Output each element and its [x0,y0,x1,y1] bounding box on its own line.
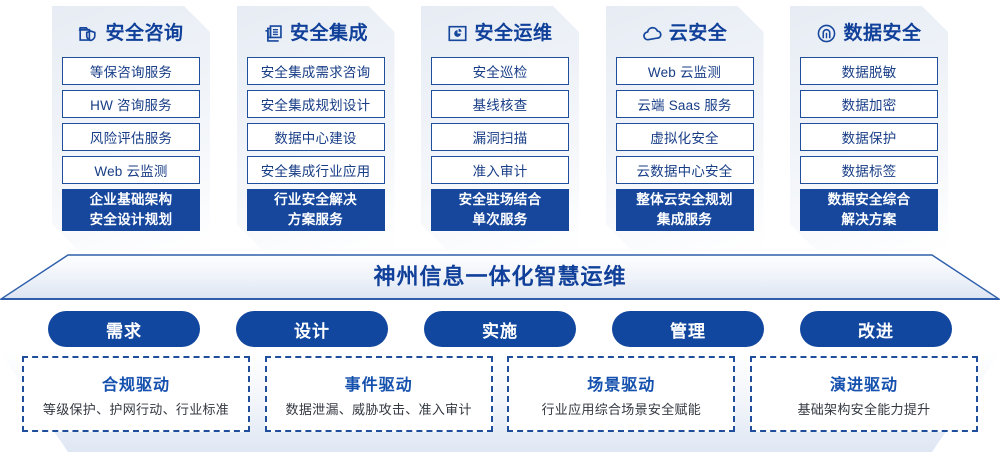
column-cloud-security[interactable]: 云安全 Web 云监测 云端 Saas 服务 虚拟化安全 云数据中心安全 整体云… [606,6,764,250]
service-item[interactable]: 等保咨询服务 [62,57,200,85]
service-item[interactable]: 数据标签 [800,156,938,184]
highlight-line: 整体云安全规划 [636,192,733,208]
driver-subtitle: 数据泄漏、威胁攻击、准入审计 [285,401,472,417]
column-security-consulting[interactable]: 安全咨询 等保咨询服务 HW 咨询服务 风险评估服务 Web 云监测 企业基础架… [52,6,210,250]
driver-evolution[interactable]: 演进驱动 基础架构安全能力提升 [749,356,978,432]
column-security-integration[interactable]: 安全集成 安全集成需求咨询 安全集成规划设计 数据中心建设 安全集成行业应用 行… [237,6,395,250]
column-header: 云安全 [616,18,754,48]
column-highlight[interactable]: 整体云安全规划 集成服务 [616,189,754,231]
service-item[interactable]: 基线核查 [431,90,569,118]
column-security-operations[interactable]: 安全运维 安全巡检 基线核查 漏洞扫描 准入审计 安全驻场结合 单次服务 [421,6,579,250]
pill-improve[interactable]: 改进 [800,311,952,347]
driver-subtitle: 基础架构安全能力提升 [797,401,931,417]
service-item[interactable]: 数据脱敏 [800,57,938,85]
service-item[interactable]: 安全巡检 [431,57,569,85]
folder-shield-icon [78,23,99,44]
highlight-line: 数据安全综合 [827,192,911,208]
column-header: 数据安全 [800,18,938,48]
service-item[interactable]: 风险评估服务 [62,123,200,151]
driver-title: 演进驱动 [829,376,898,394]
highlight-line: 解决方案 [841,212,897,227]
cloud-icon [642,23,663,44]
banner-title: 神州信息一体化智慧运维 [373,264,627,289]
service-item[interactable]: 云数据中心安全 [616,156,754,184]
service-item[interactable]: 准入审计 [431,156,569,184]
column-title: 数据安全 [843,22,922,44]
column-highlight[interactable]: 安全驻场结合 单次服务 [431,189,569,231]
service-item[interactable]: 虚拟化安全 [616,123,754,151]
column-data-security[interactable]: 数据安全 数据脱敏 数据加密 数据保护 数据标签 数据安全综合 解决方案 [790,6,948,250]
column-title: 安全咨询 [105,22,184,44]
column-header: 安全运维 [431,18,569,48]
highlight-line: 行业安全解决 [274,192,357,208]
lifecycle-pills: 需求 设计 实施 管理 改进 [0,311,1000,347]
highlight-line: 企业基础架构 [89,192,173,208]
service-item[interactable]: 安全集成规划设计 [247,90,385,118]
highlight-line: 单次服务 [472,212,528,227]
column-header: 安全集成 [247,18,385,48]
service-item[interactable]: Web 云监测 [616,57,754,85]
driver-compliance[interactable]: 合规驱动 等级保护、护网行动、行业标准 [22,356,250,432]
highlight-line: 集成服务 [656,212,713,227]
column-title: 云安全 [668,22,728,44]
pill-manage[interactable]: 管理 [612,311,764,347]
drivers-row: 合规驱动 等级保护、护网行动、行业标准 事件驱动 数据泄漏、威胁攻击、准入审计 … [0,356,1000,446]
service-item[interactable]: 安全集成行业应用 [247,156,385,184]
column-highlight[interactable]: 数据安全综合 解决方案 [800,189,938,231]
driver-title: 事件驱动 [344,376,413,394]
service-item[interactable]: 云端 Saas 服务 [616,90,754,118]
service-item[interactable]: 数据中心建设 [247,123,385,151]
driver-incident[interactable]: 事件驱动 数据泄漏、威胁攻击、准入审计 [264,356,493,432]
column-title: 安全集成 [289,22,368,44]
pill-design[interactable]: 设计 [236,311,388,347]
capability-columns: 安全咨询 等保咨询服务 HW 咨询服务 风险评估服务 Web 云监测 企业基础架… [0,6,1000,256]
driver-title: 合规驱动 [101,376,170,394]
column-header: 安全咨询 [62,18,200,48]
driver-subtitle: 等级保护、护网行动、行业标准 [42,401,230,417]
column-highlight[interactable]: 行业安全解决 方案服务 [247,189,385,231]
pill-demand[interactable]: 需求 [48,311,200,347]
monitor-pie-icon [447,23,468,44]
stacked-documents-icon [263,23,284,44]
highlight-line: 安全设计规划 [89,212,173,227]
service-item[interactable]: 安全集成需求咨询 [247,57,385,85]
driver-scenario[interactable]: 场景驱动 行业应用综合场景安全赋能 [507,356,736,432]
fingerprint-icon [816,23,837,44]
service-item[interactable]: 数据加密 [800,90,938,118]
service-item[interactable]: 数据保护 [800,123,938,151]
column-highlight[interactable]: 企业基础架构 安全设计规划 [62,189,200,231]
driver-title: 场景驱动 [587,376,656,394]
highlight-line: 方案服务 [287,212,344,227]
highlight-line: 安全驻场结合 [458,192,542,208]
platform-banner: 神州信息一体化智慧运维 [0,254,1000,300]
column-title: 安全运维 [474,22,553,44]
service-item[interactable]: Web 云监测 [62,156,200,184]
service-item[interactable]: 漏洞扫描 [431,123,569,151]
service-item[interactable]: HW 咨询服务 [62,90,200,118]
pill-implement[interactable]: 实施 [424,311,576,347]
driver-subtitle: 行业应用综合场景安全赋能 [541,401,702,417]
